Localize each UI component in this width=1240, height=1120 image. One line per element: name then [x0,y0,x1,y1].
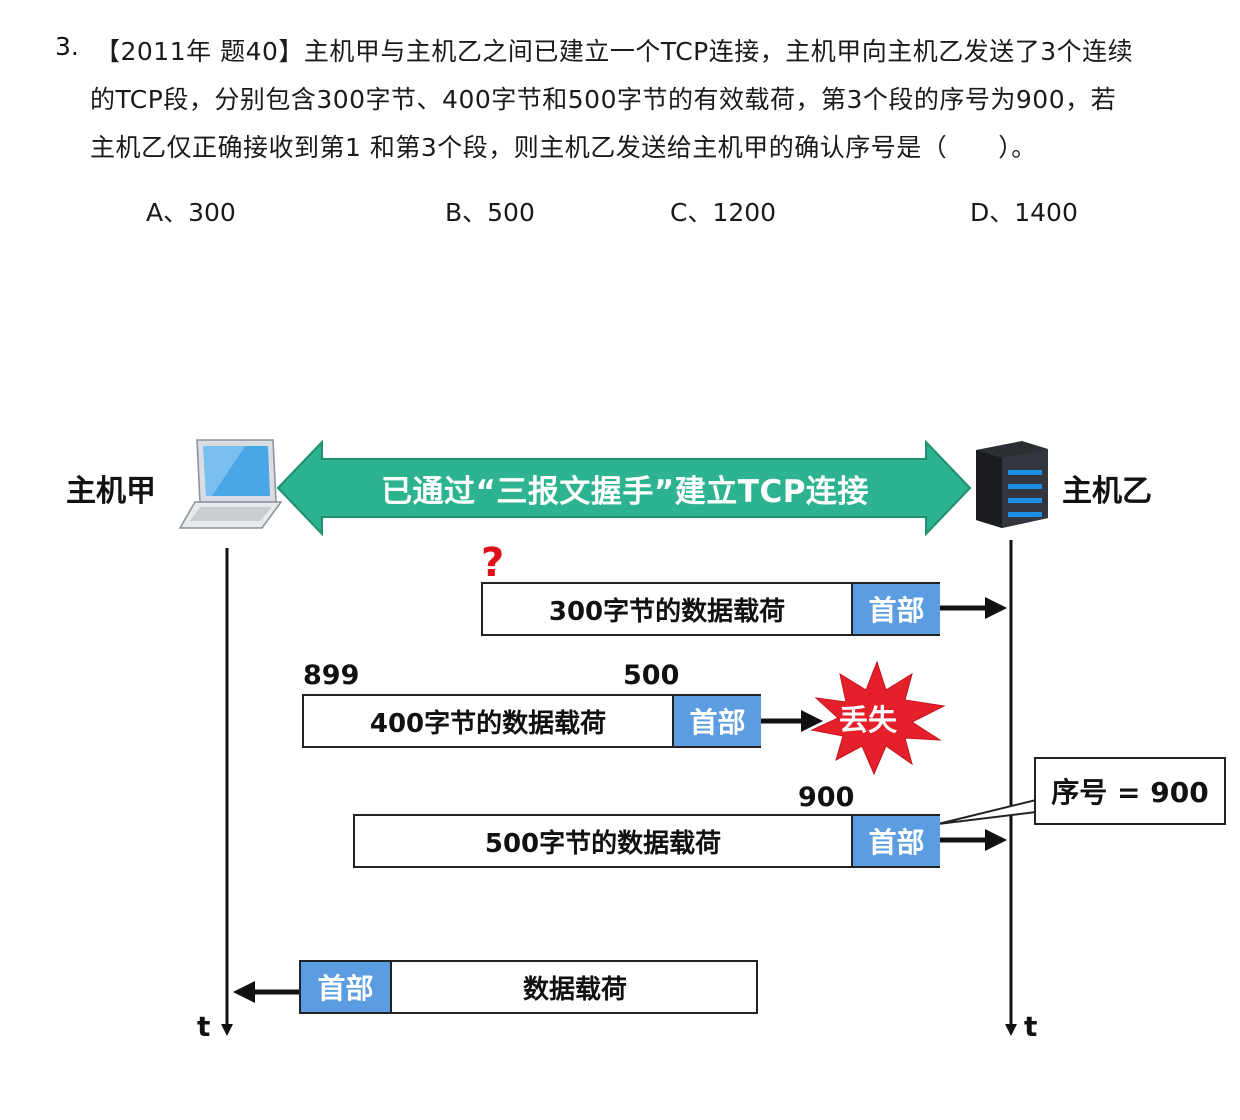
segment-1: 300字节的数据载荷 首部 [481,582,940,636]
host-a-label: 主机甲 [66,474,156,509]
segment-1-header: 首部 [851,584,940,634]
segment-3-right-label: 900 [798,782,855,813]
segment-3: 500字节的数据载荷 首部 [353,814,940,868]
option-b[interactable]: B、500 [445,198,535,227]
segment-2-payload: 400字节的数据载荷 [369,708,607,739]
reply-payload: 数据载荷 [522,974,627,1005]
question-line-1: 【2011年 题40】主机甲与主机乙之间已建立一个TCP连接，主机甲向主机乙发送… [95,37,1134,66]
time-label-host-a: t [197,1010,211,1043]
lost-label: 丢失 [839,703,898,737]
question-line-3: 主机乙仅正确接收到第1 和第3个段，则主机乙发送给主机甲的确认序号是（ ）。 [90,133,1037,162]
question-mark-icon: ? [481,540,505,586]
lost-burst-icon [810,660,946,776]
timeline-host-a-arrowhead [221,1024,233,1036]
reply-segment: 首部 数据载荷 [299,960,758,1014]
question-number: 3. [55,32,79,61]
option-d[interactable]: D、1400 [970,198,1078,227]
segment-3-header: 首部 [851,816,940,866]
segment-1-payload: 300字节的数据载荷 [548,596,786,627]
option-a[interactable]: A、300 [146,198,236,227]
segment-3-payload: 500字节的数据载荷 [484,828,722,859]
host-b-label: 主机乙 [1062,474,1152,509]
segment-2-right-label: 500 [623,660,680,691]
question-line-2: 的TCP段，分别包含300字节、400字节和500字节的有效载荷，第3个段的序号… [90,85,1117,114]
timeline-host-b-arrowhead [1005,1024,1017,1036]
handshake-double-arrow [276,439,972,537]
time-label-host-b: t [1024,1010,1038,1043]
segment-2: 400字节的数据载荷 首部 [302,694,761,748]
server-icon [976,441,1048,528]
reply-header: 首部 [301,962,392,1012]
segment-2-header: 首部 [672,696,761,746]
option-c[interactable]: C、1200 [670,198,777,227]
laptop-icon [178,439,283,529]
segment-2-left-label: 899 [303,660,360,691]
seq-callout: 序号 = 900 [1034,757,1226,825]
seq-callout-pointer [937,798,1037,825]
handshake-banner-text: 已通过“三报文握手”建立TCP连接 [381,474,869,510]
